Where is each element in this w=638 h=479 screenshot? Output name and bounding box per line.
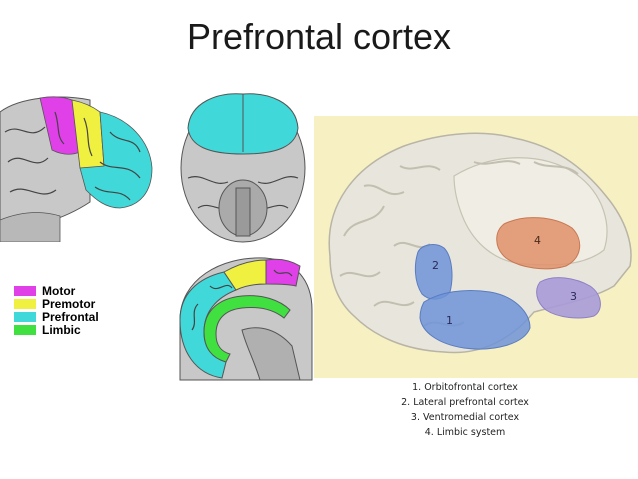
caption-item: 1. Orbitofrontal cortex [412,382,518,393]
region-4-limbic [496,217,581,270]
medial-brain-diagram [179,257,313,381]
legend-label: Premotor [42,296,96,311]
region-1-orbitofrontal [419,289,531,350]
legend: Motor Premotor Prefrontal Limbic [14,283,99,337]
region-number-3: 3 [570,290,577,303]
legend-swatch-limbic [14,324,36,335]
region-3-ventromedial [536,277,601,319]
legend-item-motor: Motor [14,283,99,298]
caption-item: 2. Lateral prefrontal cortex [401,397,529,408]
region-number-2: 2 [432,259,439,272]
region-number-4: 4 [534,234,541,247]
legend-swatch-prefrontal [14,311,36,322]
slide-title: Prefrontal cortex [186,16,452,57]
lateral-brain-diagram [0,96,153,242]
legend-item-limbic: Limbic [14,322,99,337]
legend-swatch-premotor [14,298,36,309]
region-number-1: 1 [446,314,453,327]
legend-item-prefrontal: Prefrontal [14,309,99,324]
legend-swatch-motor [14,285,36,296]
lateral-gyri-lines [4,111,141,201]
region-caption-list: 1. Orbitofrontal cortex 2. Lateral prefr… [360,380,570,440]
legend-label: Prefrontal [42,309,99,324]
legend-label: Motor [42,283,76,298]
numbered-brain-illustration: 2 1 4 3 [314,116,638,378]
lateral-prefrontal-region [79,111,153,209]
caption-item: 4. Limbic system [424,427,506,438]
caption-item: 3. Ventromedial cortex [410,412,520,423]
medial-limbic-region [203,295,291,363]
legend-item-premotor: Premotor [14,296,99,311]
inferior-brain-diagram [180,93,306,243]
legend-label: Limbic [42,322,81,337]
